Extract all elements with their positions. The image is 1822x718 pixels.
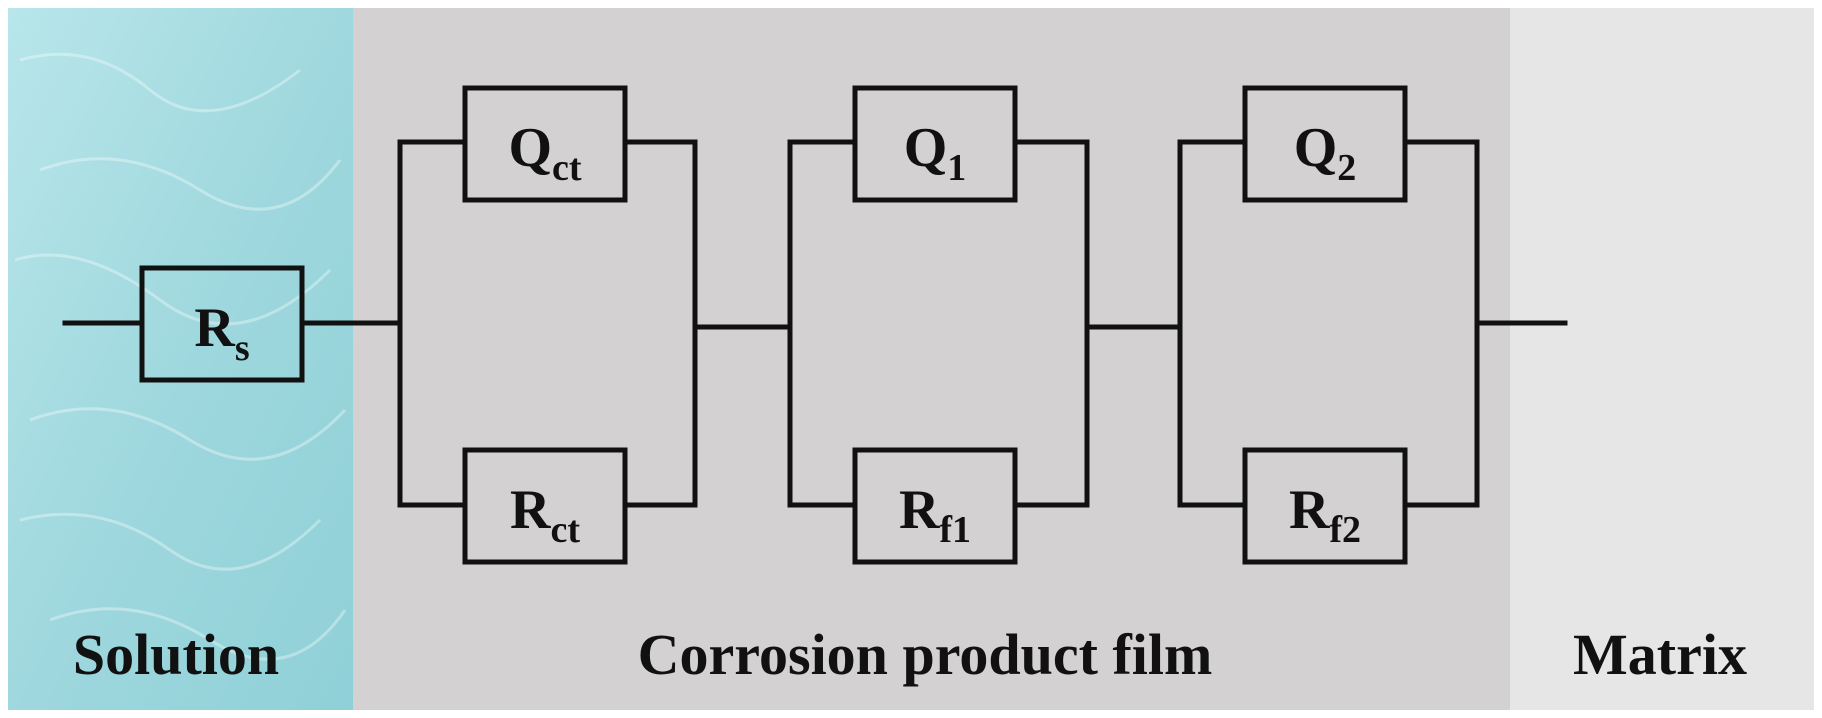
svg-text:Q2: Q2 <box>1294 117 1357 189</box>
matrix-region <box>1510 8 1814 710</box>
solution-texture <box>14 52 347 661</box>
svg-text:Rf2: Rf2 <box>1289 479 1361 551</box>
rct-resistor: Rct <box>462 447 628 565</box>
parallel-stage-1 <box>397 139 698 508</box>
svg-text:Rs: Rs <box>194 297 249 369</box>
rf2-resistor: Rf2 <box>1242 447 1408 565</box>
svg-text:Rct: Rct <box>510 479 580 551</box>
qct-cpe: Qct <box>462 85 628 203</box>
svg-text:Qct: Qct <box>508 117 581 189</box>
solution-label: Solution <box>73 622 279 687</box>
q2-cpe: Q2 <box>1242 85 1408 203</box>
svg-text:Rf1: Rf1 <box>899 479 971 551</box>
parallel-stage-2 <box>787 139 1090 508</box>
q1-cpe: Q1 <box>852 85 1018 203</box>
matrix-label: Matrix <box>1573 622 1747 687</box>
film-region <box>353 8 1510 710</box>
solution-region <box>8 8 353 710</box>
rf1-resistor: Rf1 <box>852 447 1018 565</box>
svg-text:Q1: Q1 <box>904 117 967 189</box>
film-label: Corrosion product film <box>638 622 1213 687</box>
rs-resistor: Rs <box>139 265 305 383</box>
